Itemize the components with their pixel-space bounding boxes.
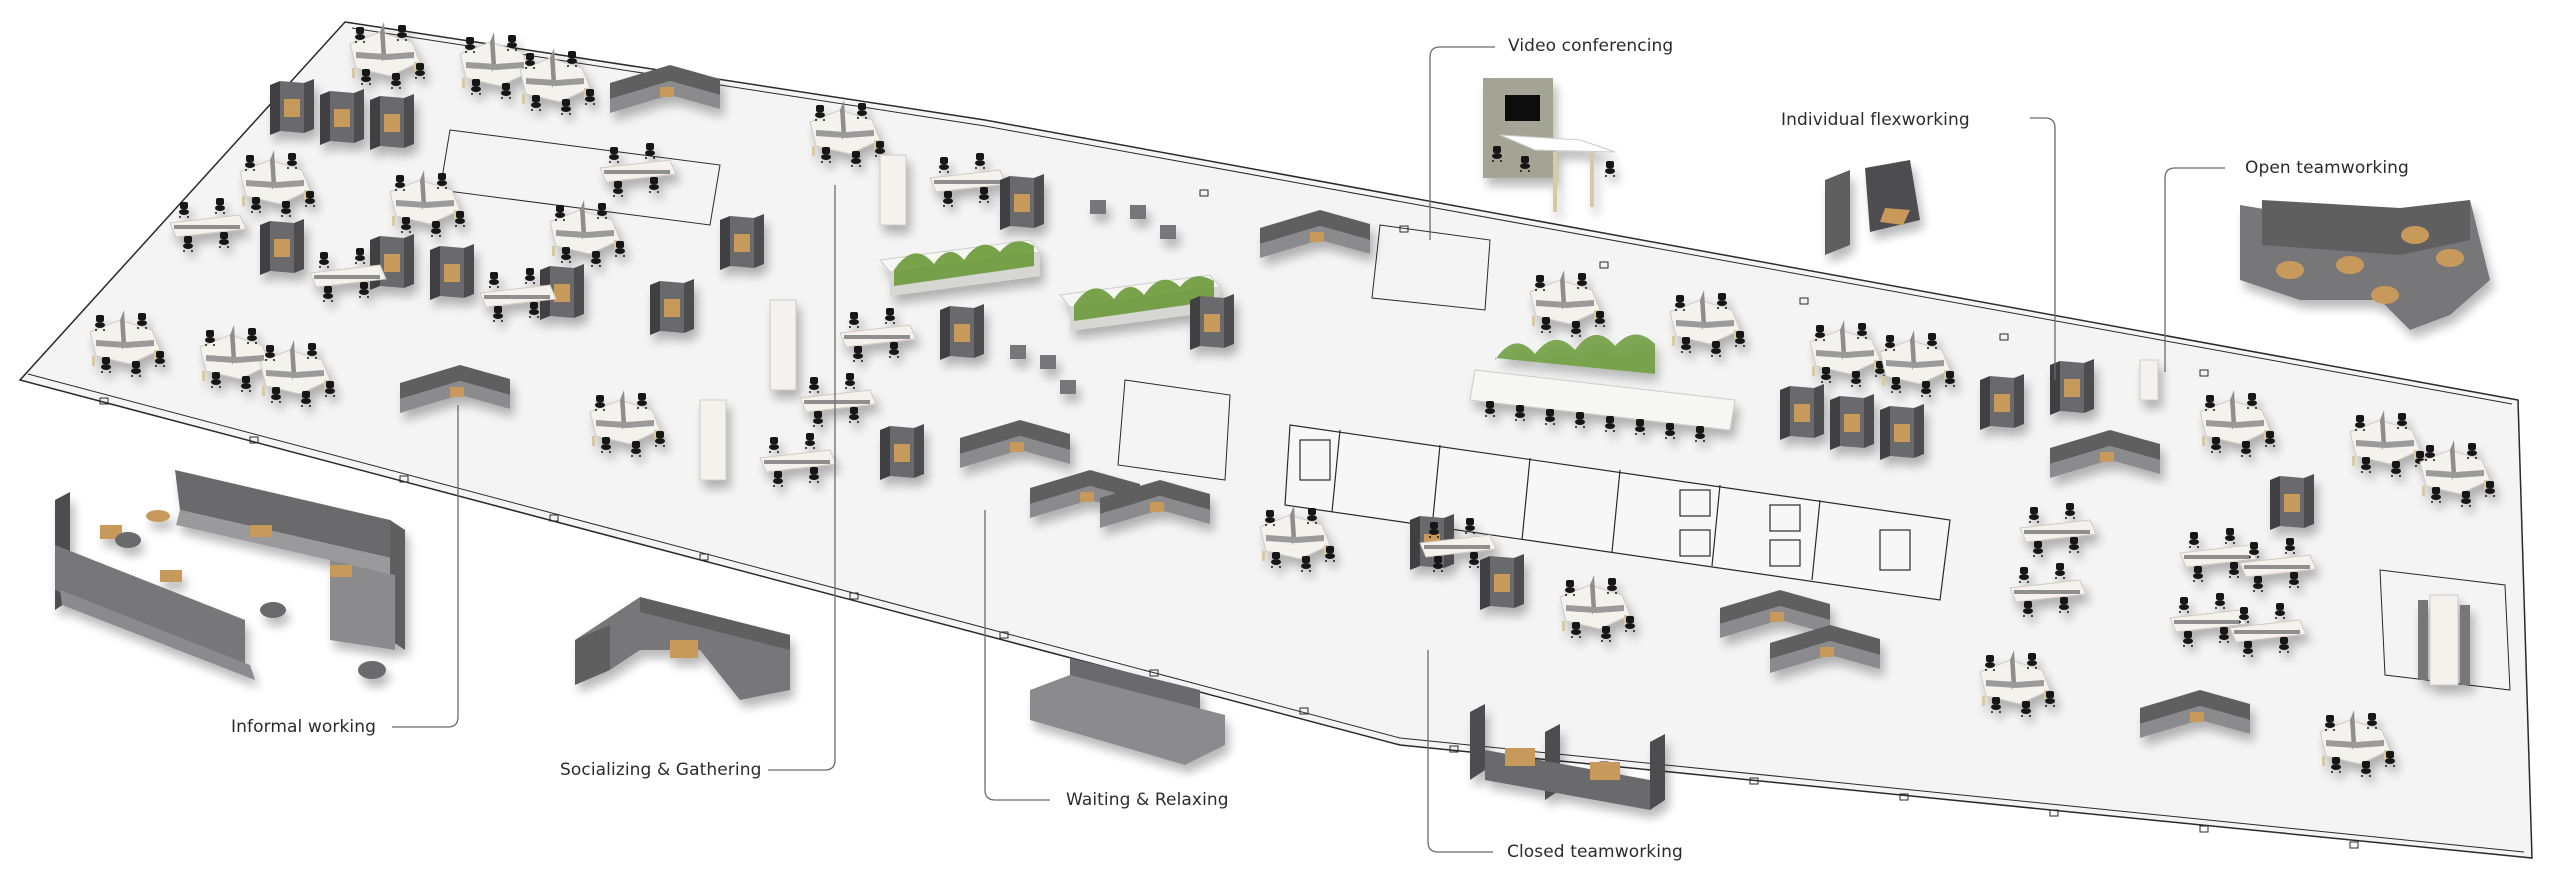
floor-slab xyxy=(18,21,2533,859)
label-closed-teamworking: Closed teamworking xyxy=(1507,842,1683,862)
individual-flexworking-vignette xyxy=(1825,160,1920,255)
label-video-conferencing: Video conferencing xyxy=(1508,36,1674,56)
label-waiting-relaxing: Waiting & Relaxing xyxy=(1066,790,1229,810)
waiting-vignette xyxy=(1030,658,1225,765)
socializing-vignette xyxy=(575,597,790,700)
informal-working-vignette xyxy=(55,470,405,680)
label-open-teamworking: Open teamworking xyxy=(2245,158,2409,178)
closed-teamworking-vignette xyxy=(1470,704,1665,810)
video-conferencing-vignette xyxy=(1483,78,1616,212)
label-individual-flexworking: Individual flexworking xyxy=(1781,110,1970,130)
callout-lines xyxy=(392,46,2225,853)
label-socializing-gathering: Socializing & Gathering xyxy=(560,760,762,780)
label-informal-working: Informal working xyxy=(231,717,376,737)
core-rooms xyxy=(1284,424,1951,601)
open-teamworking-vignette xyxy=(2240,200,2490,330)
